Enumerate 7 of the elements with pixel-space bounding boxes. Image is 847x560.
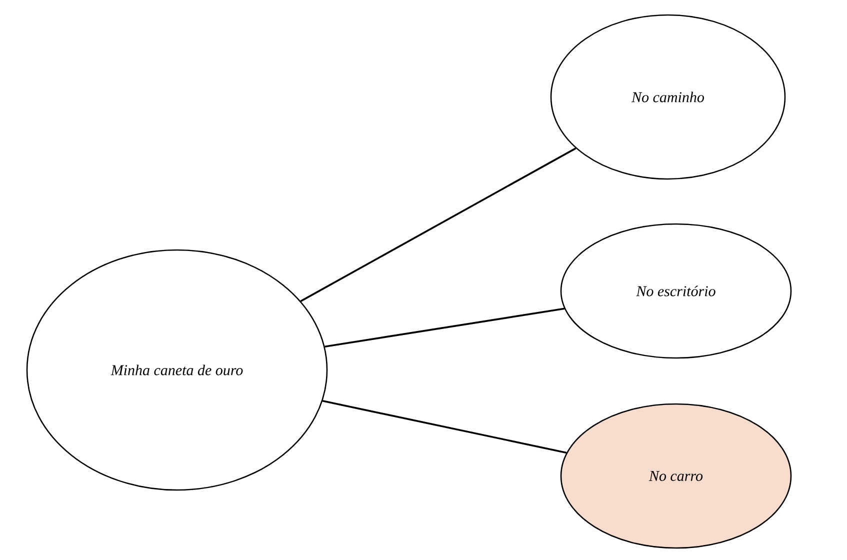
- connector-line: [300, 148, 576, 302]
- ellipse-node: No carro: [560, 403, 792, 549]
- ellipse-node: No caminho: [550, 14, 786, 180]
- ellipse-node: Minha caneta de ouro: [26, 249, 328, 491]
- connector-line: [322, 400, 567, 454]
- ellipse-node: No escritório: [560, 223, 792, 359]
- connector-line: [324, 308, 564, 348]
